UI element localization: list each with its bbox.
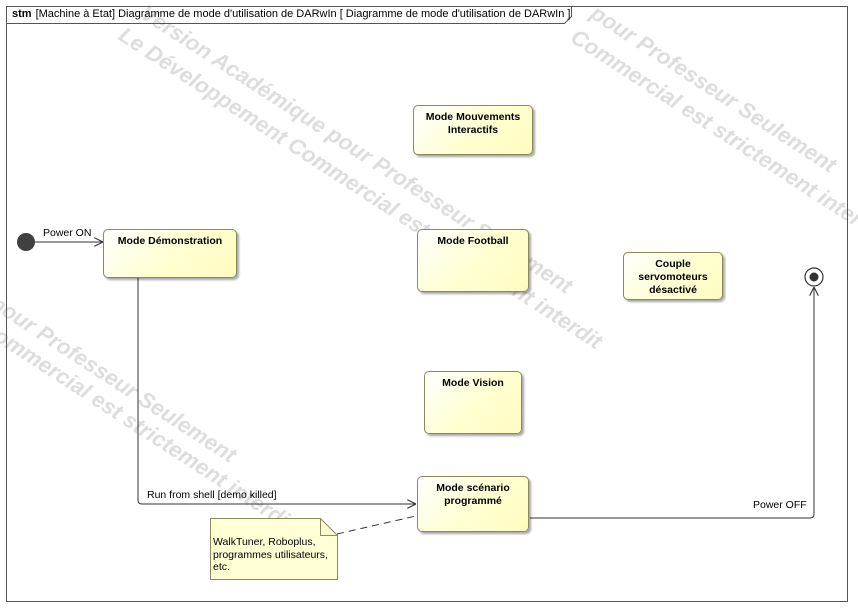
state-couple-servomoteurs-desactive[interactable]: Couple servomoteurs désactivé — [623, 252, 723, 300]
frame-title: stm[Machine à Etat] Diagramme de mode d'… — [12, 8, 570, 20]
note-anchor-line — [336, 515, 417, 535]
state-mode-mouvements-interactifs[interactable]: Mode Mouvements Interactifs — [413, 105, 533, 155]
state-label: Mode Mouvements Interactifs — [425, 111, 521, 136]
note-text: WalkTuner, Roboplus, programmes utilisat… — [213, 536, 328, 573]
state-label: Mode Vision — [442, 377, 504, 389]
state-label: Mode Démonstration — [117, 235, 223, 247]
state-label: Mode scénario programmé — [436, 482, 510, 507]
state-mode-scenario-programme[interactable]: Mode scénario programmé — [417, 476, 529, 532]
state-label: Couple servomoteurs désactivé — [638, 258, 708, 296]
state-mode-demonstration[interactable]: Mode Démonstration — [103, 229, 237, 278]
final-state[interactable] — [804, 267, 824, 287]
frame-keyword: stm — [12, 8, 32, 20]
transition-label-run-from-shell: Run from shell [demo killed] — [147, 489, 277, 501]
frame-title-text: [Machine à Etat] Diagramme de mode d'uti… — [35, 8, 571, 20]
state-label: Mode Football — [437, 235, 509, 247]
transition-label-power-off: Power OFF — [753, 499, 807, 511]
note-shape — [210, 518, 338, 580]
transition-label-power-on: Power ON — [43, 227, 92, 239]
diagram-frame — [6, 6, 848, 602]
frame-tab-outline — [6, 6, 572, 24]
transition-run-from-shell[interactable] — [137, 278, 416, 504]
comment-note[interactable]: WalkTuner, Roboplus, programmes utilisat… — [210, 518, 338, 580]
state-mode-vision[interactable]: Mode Vision — [424, 371, 522, 434]
initial-state[interactable] — [17, 233, 35, 251]
transition-power-off[interactable] — [530, 287, 814, 519]
state-mode-football[interactable]: Mode Football — [417, 229, 529, 292]
